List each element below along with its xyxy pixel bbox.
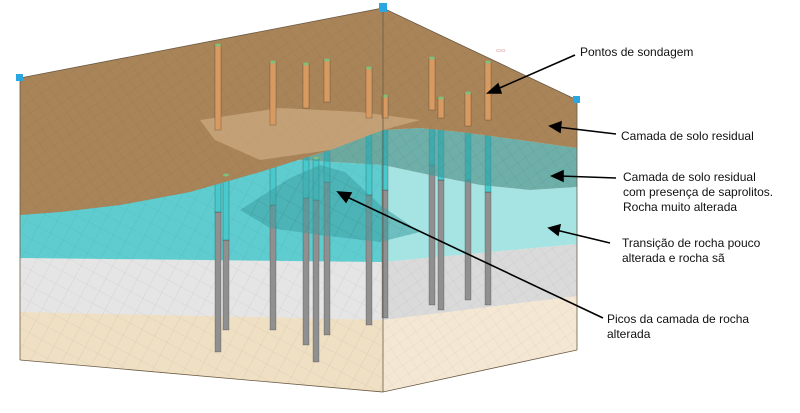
borehole-rock-segment	[214, 211, 222, 353]
label-line: Rocha muito alterada	[623, 200, 738, 214]
borehole-soil-segment	[437, 97, 445, 119]
borehole-saprolite-segment	[222, 174, 230, 241]
arrow-sondagem	[494, 54, 576, 91]
borehole-top-cap	[313, 156, 319, 160]
tiny-red-mark: ▭▭	[496, 48, 506, 54]
borehole-top-cap	[366, 66, 372, 70]
label-line: alterada	[607, 327, 651, 341]
label-line: Picos da camada de rocha	[607, 312, 750, 326]
borehole-soil-segment	[365, 67, 373, 119]
borehole-soil-segment	[269, 61, 277, 126]
borehole-top-cap	[429, 56, 435, 60]
borehole-rock-segment	[464, 179, 472, 301]
corner-marker-right	[573, 96, 580, 103]
borehole-soil-segment	[214, 44, 222, 131]
label-line: com presença de saprolitos.	[623, 185, 774, 199]
boreholes-soil	[214, 43, 492, 177]
corner-markers	[16, 3, 580, 103]
borehole-rock-segment	[222, 239, 230, 331]
soil-lighter-patch	[200, 108, 420, 160]
arrow-saprolitos	[559, 175, 617, 179]
borehole-rock-segment	[437, 179, 445, 311]
arrow-residual	[556, 126, 617, 135]
borehole-top-cap	[465, 91, 471, 95]
label-line: Transição de rocha pouco	[622, 236, 761, 250]
borehole-soil-segment	[302, 63, 310, 109]
borehole-top-cap	[303, 62, 309, 66]
corner-marker-left	[16, 74, 23, 81]
borehole-top-cap	[223, 173, 229, 177]
borehole-rock-segment	[484, 191, 492, 306]
label-line: Camada de solo residual	[621, 129, 754, 143]
borehole-top-cap	[270, 60, 276, 64]
borehole-soil-segment	[464, 92, 472, 127]
borehole-top-cap	[485, 60, 491, 64]
borehole-top-cap	[215, 43, 221, 47]
borehole-top-cap	[324, 58, 330, 62]
borehole-top-cap	[382, 94, 388, 98]
borehole-soil-segment	[323, 59, 331, 103]
label-line: Pontos de sondagem	[580, 45, 694, 59]
boreholes-rock	[214, 164, 492, 363]
borehole-top-cap	[438, 96, 444, 100]
label-line: alterada e rocha sã	[622, 251, 725, 265]
borehole-soil-segment	[428, 57, 436, 111]
borehole-rock-segment	[428, 164, 436, 306]
arrow-picos	[344, 195, 604, 319]
leader-arrows	[336, 54, 617, 319]
label-line: Camada de solo residual	[623, 170, 756, 184]
label-camada-solo-residual: Camada de solo residual	[621, 129, 754, 144]
arrow-transicao	[555, 229, 611, 244]
corner-marker-top	[379, 3, 387, 12]
label-pontos-de-sondagem: Pontos de sondagem	[580, 45, 693, 60]
